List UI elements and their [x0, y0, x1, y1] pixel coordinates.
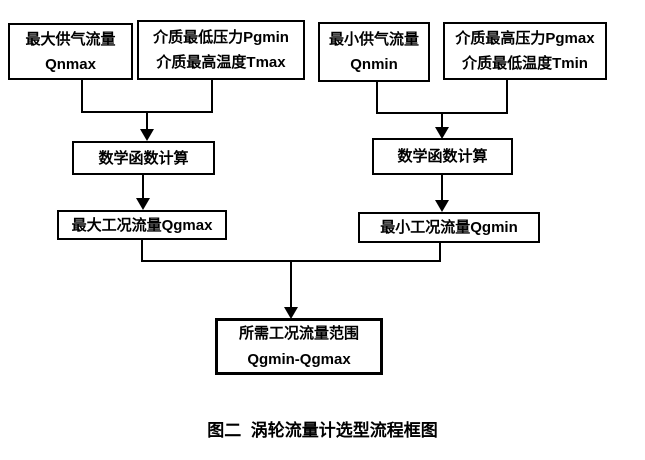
connector-calc-right-stem-line — [441, 175, 443, 201]
node-max-pressure-min-temp: 介质最高压力Pgmax 介质最低温度Tmin — [443, 22, 607, 80]
arrow-down-to-result-icon — [284, 307, 298, 319]
connector-left-merge-line — [81, 111, 213, 113]
connector-qgmin-down-line — [439, 243, 441, 262]
connector-left-stem-line — [146, 113, 148, 130]
connector-qgmax-down-line — [141, 240, 143, 262]
node-math-calc-right: 数学函数计算 — [372, 138, 513, 175]
node-min-temp-line: 介质最低温度Tmin — [462, 55, 588, 72]
connector-right-a-line — [376, 82, 378, 113]
node-min-supply-flow-line2: Qnmin — [350, 56, 398, 73]
connector-left-a-line — [81, 80, 83, 113]
node-qgmin-label: 最小工况流量Qgmin — [380, 219, 518, 236]
connector-right-b-line — [506, 80, 508, 113]
arrow-down-to-qgmax-icon — [136, 198, 150, 210]
figure-caption: 图二 涡轮流量计选型流程框图 — [207, 421, 438, 440]
node-qgmax-label: 最大工况流量Qgmax — [71, 216, 213, 234]
node-max-supply-flow: 最大供气流量 Qnmax — [8, 23, 133, 80]
node-min-pressure-max-temp: 介质最低压力Pgmin 介质最高温度Tmax — [137, 20, 305, 80]
connector-calc-left-stem-line — [142, 175, 144, 199]
node-qgmin: 最小工况流量Qgmin — [358, 212, 540, 243]
connector-bottom-merge-line — [141, 260, 441, 262]
connector-result-stem-line — [290, 262, 292, 308]
connector-right-stem-line — [441, 114, 443, 128]
node-max-pressure-line: 介质最高压力Pgmax — [455, 30, 595, 47]
node-max-temp-line: 介质最高温度Tmax — [156, 54, 286, 71]
node-math-calc-left: 数学函数计算 — [72, 141, 215, 175]
node-min-pressure-line: 介质最低压力Pgmin — [153, 29, 289, 46]
connector-left-b-line — [211, 80, 213, 113]
arrow-down-to-calc-left-icon — [140, 129, 154, 141]
node-min-supply-flow: 最小供气流量 Qnmin — [318, 22, 430, 82]
node-qgmax: 最大工况流量Qgmax — [57, 210, 227, 240]
node-math-calc-right-label: 数学函数计算 — [397, 148, 488, 165]
node-max-supply-flow-line2: Qnmax — [45, 55, 96, 73]
node-result-range: 所需工况流量范围 Qgmin-Qgmax — [215, 318, 383, 375]
arrow-down-to-calc-right-icon — [435, 127, 449, 139]
node-min-supply-flow-line1: 最小供气流量 — [328, 31, 419, 48]
arrow-down-to-qgmin-icon — [435, 200, 449, 212]
node-result-range-line1: 所需工况流量范围 — [238, 324, 359, 342]
connector-right-merge-line — [376, 112, 508, 114]
node-result-range-line2: Qgmin-Qgmax — [247, 350, 351, 368]
node-math-calc-left-label: 数学函数计算 — [98, 149, 189, 167]
node-max-supply-flow-line1: 最大供气流量 — [25, 30, 116, 48]
